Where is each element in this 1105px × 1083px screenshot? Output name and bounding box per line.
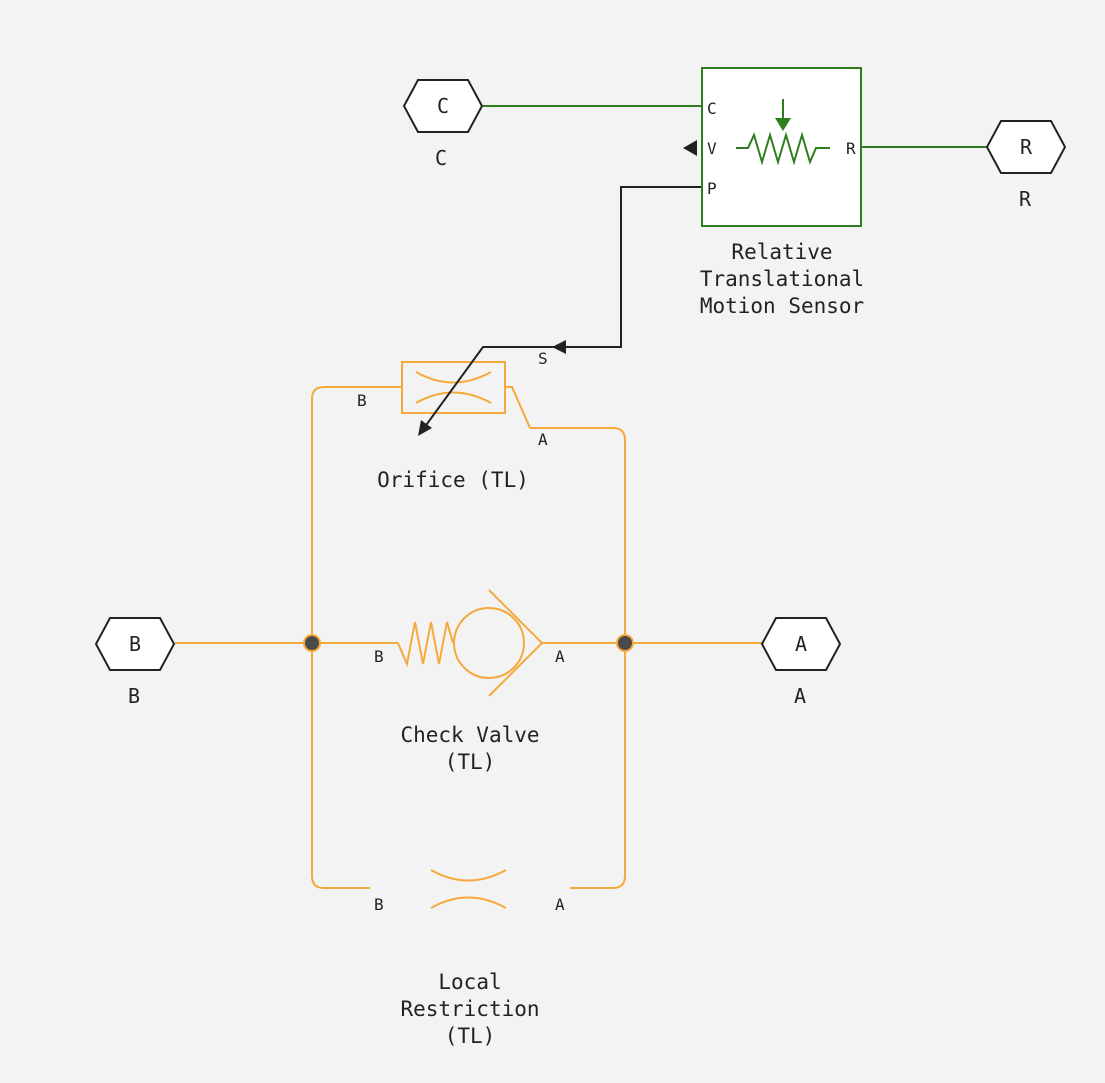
orifice-variable-arrow [423, 346, 560, 429]
connection-p-to-s[interactable] [560, 186, 702, 348]
orifice-port-b-label: B [357, 391, 367, 410]
port-c[interactable]: C C [402, 79, 484, 170]
local-restriction-name-line2: Restriction [400, 997, 539, 1021]
sensor-port-p-label: P [707, 179, 717, 198]
local-restriction-icon [430, 869, 507, 909]
junction-dot-right [616, 634, 634, 652]
local-restriction-name-line1: Local [438, 970, 501, 994]
local-restriction-port-a-label: A [555, 895, 565, 914]
port-a-hexagon[interactable] [760, 617, 842, 671]
check-valve-name-line2: (TL) [445, 750, 496, 774]
sensor-port-c-label: C [707, 99, 717, 118]
orifice-port-s-label: S [538, 349, 548, 368]
local-restriction-name-line3: (TL) [445, 1024, 496, 1048]
port-r-symbol: R [1020, 135, 1033, 159]
sensor-port-r-label: R [846, 139, 856, 158]
orifice-block-name: Orifice (TL) [377, 468, 529, 492]
port-c-caption: C [435, 146, 447, 170]
sensor-block-name-line2: Translational [700, 267, 864, 291]
potentiometer-icon [736, 99, 830, 166]
orifice-icon [415, 371, 492, 404]
potentiometer-arrow-icon [775, 118, 791, 131]
check-valve-block[interactable]: B A Check Valve (TL) [374, 589, 565, 774]
port-b[interactable]: B B [94, 617, 176, 708]
orifice-block[interactable]: B A S Orifice (TL) [352, 346, 560, 492]
check-valve-icon [397, 589, 544, 697]
port-c-hexagon[interactable] [402, 79, 484, 133]
check-valve-port-a-label: A [555, 647, 565, 666]
local-restriction-block[interactable]: B A Local Restriction (TL) [374, 869, 565, 1048]
local-restriction-port-b-label: B [374, 895, 384, 914]
hydraulic-wires[interactable] [175, 386, 762, 889]
junction-dot-left [303, 634, 321, 652]
v-output-arrow-icon [683, 140, 697, 156]
port-r-caption: R [1019, 187, 1032, 211]
port-b-hexagon[interactable] [94, 617, 176, 671]
sensor-block-name-line1: Relative [731, 240, 832, 264]
check-valve-port-b-label: B [374, 647, 384, 666]
port-a-symbol: A [795, 632, 807, 656]
sensor-block[interactable]: C V P R Relative Translational Motion Se… [683, 67, 864, 318]
orifice-stub-a [505, 386, 531, 429]
check-valve-name-line1: Check Valve [400, 723, 539, 747]
connection-right-bus[interactable] [530, 427, 626, 889]
port-r-hexagon[interactable] [985, 120, 1067, 174]
port-b-caption: B [128, 684, 140, 708]
sensor-port-v-label: V [707, 139, 717, 158]
orifice-port-a-label: A [538, 430, 548, 449]
orifice-variable-arrowhead [418, 420, 432, 436]
connection-left-bus[interactable] [311, 386, 370, 889]
port-r[interactable]: R R [985, 120, 1067, 211]
sensor-block-name-line3: Motion Sensor [700, 294, 864, 318]
port-a[interactable]: A A [760, 617, 842, 708]
port-b-symbol: B [129, 632, 141, 656]
port-a-caption: A [794, 684, 806, 708]
port-c-symbol: C [437, 94, 449, 118]
